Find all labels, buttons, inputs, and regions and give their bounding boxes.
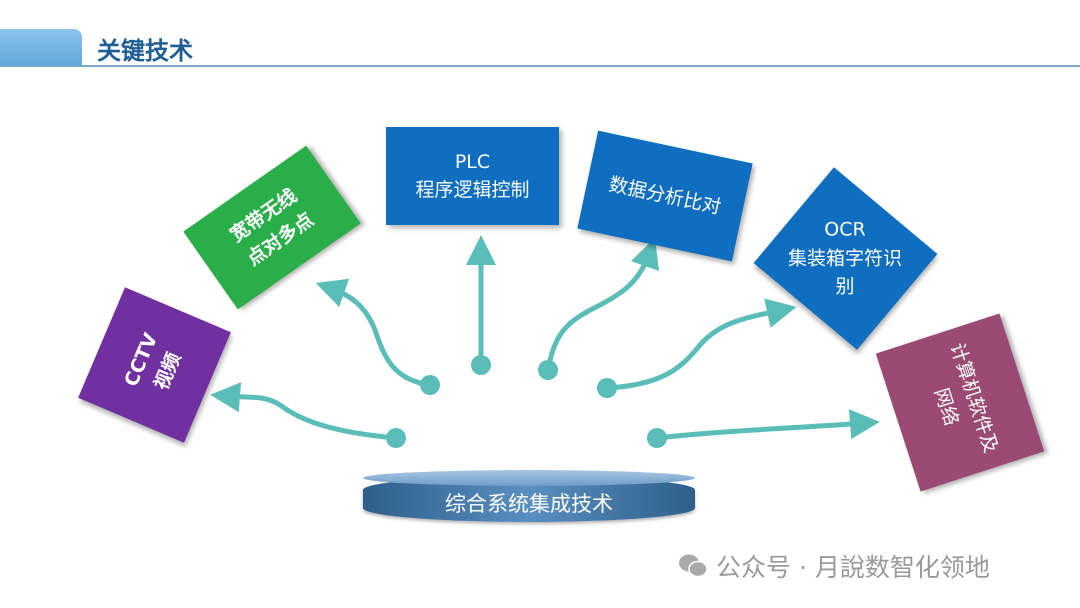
- header-tab: [0, 29, 82, 65]
- dot: [647, 428, 667, 448]
- dot: [597, 378, 617, 398]
- watermark: 公众号 · 月說数智化领地: [678, 548, 990, 584]
- dot: [538, 360, 558, 380]
- dot: [386, 428, 406, 448]
- arrow-data: [545, 237, 660, 371]
- arrow-software: [656, 409, 880, 441]
- arrow-ocr: [606, 298, 797, 391]
- node-plc: PLC 程序逻辑控制: [386, 127, 559, 225]
- arrow-wireless: [315, 278, 431, 388]
- header-divider: [0, 65, 1080, 67]
- center-platform: 综合系统集成技术: [363, 470, 695, 522]
- dot: [471, 355, 491, 375]
- dot: [420, 375, 440, 395]
- page-title: 关键技术: [97, 37, 193, 65]
- wechat-icon: [678, 553, 708, 579]
- arrow-cctv: [210, 382, 397, 441]
